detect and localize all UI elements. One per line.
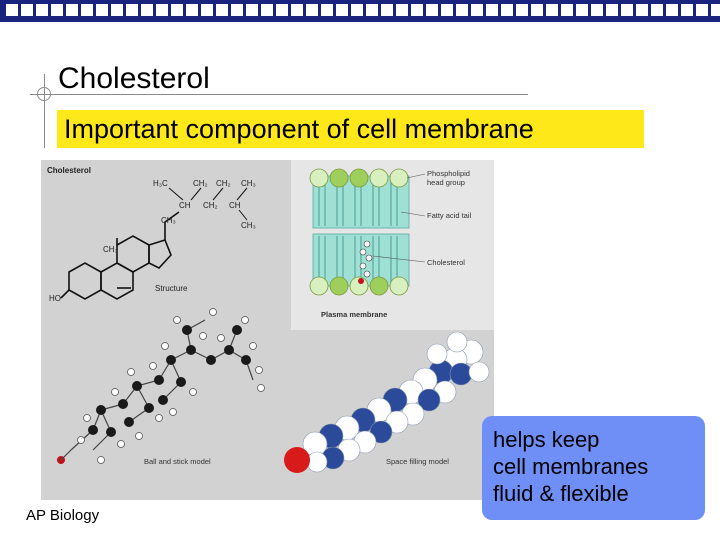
topbar-square: [666, 4, 678, 16]
topbar-square: [426, 4, 438, 16]
label-plasma-membrane: Plasma membrane: [321, 310, 387, 319]
callout-line-2: cell membranes: [493, 454, 649, 479]
label-space-filling: Space filling model: [386, 457, 449, 466]
topbar-square: [246, 4, 258, 16]
formula-ch-b: CH: [229, 201, 241, 210]
crosshair-vertical: [44, 74, 45, 148]
topbar-square: [36, 4, 48, 16]
topbar-square: [81, 4, 93, 16]
oxygen-atom: [284, 447, 310, 473]
topbar-square: [306, 4, 318, 16]
topbar-square: [381, 4, 393, 16]
callout-line-3: fluid & flexible: [493, 481, 629, 506]
topbar-square: [561, 4, 573, 16]
topbar-square: [606, 4, 618, 16]
topbar-square: [66, 4, 78, 16]
formula-ho: HO: [49, 294, 61, 303]
callout-box: helps keep cell membranes fluid & flexib…: [482, 416, 705, 520]
topbar-square: [531, 4, 543, 16]
label-ball-and-stick: Ball and stick model: [144, 457, 211, 466]
formula-ch2-a: CH₂: [193, 179, 208, 188]
topbar-square: [186, 4, 198, 16]
figure-panel-title: Cholesterol: [47, 166, 91, 175]
callout-line-1: helps keep: [493, 427, 600, 452]
topbar-square: [516, 4, 528, 16]
top-decoration-bar: [0, 0, 720, 22]
ball-and-stick-model: Ball and stick model: [57, 308, 265, 466]
topbar-square: [126, 4, 138, 16]
topbar-square: [696, 4, 708, 16]
footer-label: AP Biology: [26, 507, 100, 524]
topbar-square: [6, 4, 18, 16]
formula-ch3-d: CH₃: [103, 245, 118, 254]
formula-ch: CH: [179, 201, 191, 210]
topbar-square: [501, 4, 513, 16]
topbar-square: [681, 4, 693, 16]
topbar-square: [141, 4, 153, 16]
topbar-square: [591, 4, 603, 16]
formula-ch2-b: CH₂: [216, 179, 231, 188]
formula-h3c: H₃C: [153, 179, 168, 188]
label-phospholipid-1: Phospholipid: [427, 169, 470, 178]
topbar-square: [21, 4, 33, 16]
topbar-square: [411, 4, 423, 16]
label-structure: Structure: [155, 284, 188, 293]
skeletal-structure: [60, 211, 180, 300]
topbar-square: [231, 4, 243, 16]
topbar-square: [351, 4, 363, 16]
formula-ch3-a: CH₃: [241, 179, 256, 188]
slide-subtitle-highlight: Important component of cell membrane: [57, 110, 644, 148]
space-filling-model: Space filling model: [284, 331, 490, 473]
topbar-square: [456, 4, 468, 16]
topbar-square: [276, 4, 288, 16]
topbar-square: [546, 4, 558, 16]
topbar-square: [336, 4, 348, 16]
topbar-square: [396, 4, 408, 16]
topbar-square: [441, 4, 453, 16]
slide-title: Cholesterol: [58, 62, 210, 95]
label-phospholipid-2: head group: [427, 178, 465, 187]
crosshair-icon: [37, 85, 51, 103]
formula-ch3-b: CH₃: [161, 216, 176, 225]
title-rule: [30, 94, 528, 95]
topbar-square: [366, 4, 378, 16]
formula-ch3-c: CH₃: [241, 221, 256, 230]
topbar-square: [651, 4, 663, 16]
topbar-square: [486, 4, 498, 16]
topbar-square: [96, 4, 108, 16]
cholesterol-figure: Cholesterol H₃C CH₂ CH₂ CH₃ CH CH₂ CH CH…: [41, 160, 494, 500]
topbar-square: [576, 4, 588, 16]
topbar-square: [111, 4, 123, 16]
topbar-square: [201, 4, 213, 16]
topbar-square: [51, 4, 63, 16]
label-cholesterol: Cholesterol: [427, 258, 465, 267]
topbar-square: [216, 4, 228, 16]
membrane-diagram: Phospholipid head group Fatty acid tail …: [309, 168, 472, 319]
topbar-square: [321, 4, 333, 16]
topbar-square: [471, 4, 483, 16]
topbar-square: [636, 4, 648, 16]
topbar-square: [171, 4, 183, 16]
label-fatty-acid-tail: Fatty acid tail: [427, 211, 472, 220]
formula-ch2-c: CH₂: [203, 201, 218, 210]
topbar-square: [156, 4, 168, 16]
topbar-square: [261, 4, 273, 16]
topbar-square: [621, 4, 633, 16]
topbar-square: [291, 4, 303, 16]
topbar-square: [711, 4, 720, 16]
